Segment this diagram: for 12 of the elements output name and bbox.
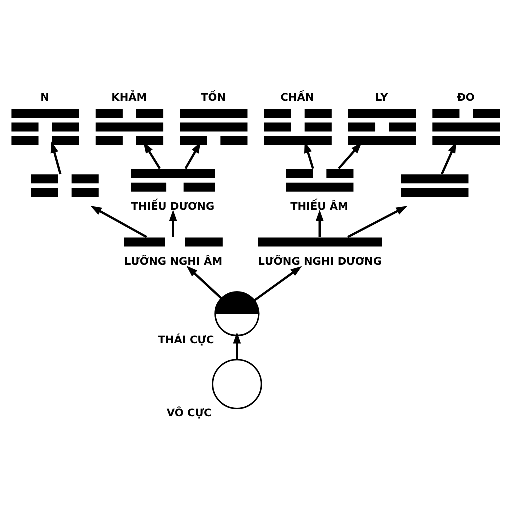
node-label: LY <box>376 92 388 104</box>
node-label: TỐN <box>201 92 226 104</box>
node-label: LƯỠNG NGHI DƯƠNG <box>258 255 382 268</box>
node-label: ĐO <box>457 92 475 104</box>
node-label: THIẾU DƯƠNG <box>131 200 215 213</box>
node-label: CHẤN <box>280 92 314 104</box>
node-label: THIẾU ÂM <box>290 200 348 213</box>
node-label: KHẢM <box>112 92 148 104</box>
node-label: VÔ CỰC <box>166 406 212 419</box>
node-label: N <box>40 92 50 104</box>
node-label: THÁI CỰC <box>158 334 214 346</box>
node-label: LƯỠNG NGHI ÂM <box>124 255 223 268</box>
